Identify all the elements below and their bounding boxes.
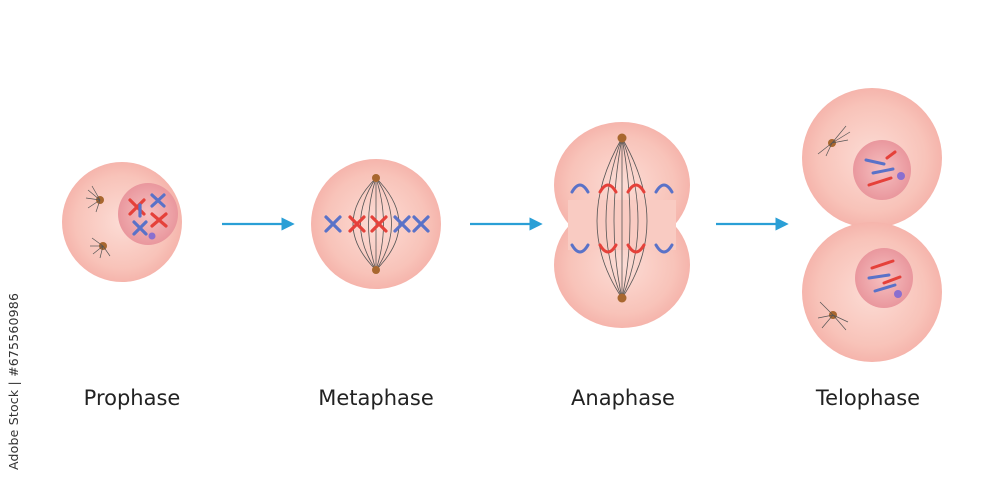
centrosome-icon bbox=[372, 266, 380, 274]
label-prophase: Prophase bbox=[42, 386, 222, 410]
centrosome-icon bbox=[618, 134, 627, 143]
centrosome-icon bbox=[618, 294, 627, 303]
centrosome-icon bbox=[372, 174, 380, 182]
label-metaphase: Metaphase bbox=[286, 386, 466, 410]
prophase-nucleus bbox=[118, 183, 178, 245]
telophase-nucleus-lower bbox=[855, 248, 913, 308]
anaphase-cell bbox=[554, 122, 690, 328]
stock-id-text: Adobe Stock | #675560986 bbox=[6, 210, 21, 470]
nucleolus bbox=[149, 233, 156, 240]
nucleolus bbox=[894, 290, 902, 298]
label-anaphase: Anaphase bbox=[533, 386, 713, 410]
metaphase-cell bbox=[311, 159, 441, 289]
nucleolus bbox=[897, 172, 905, 180]
label-telophase: Telophase bbox=[778, 386, 958, 410]
prophase-cell bbox=[62, 162, 182, 282]
telophase-cells bbox=[802, 88, 942, 362]
